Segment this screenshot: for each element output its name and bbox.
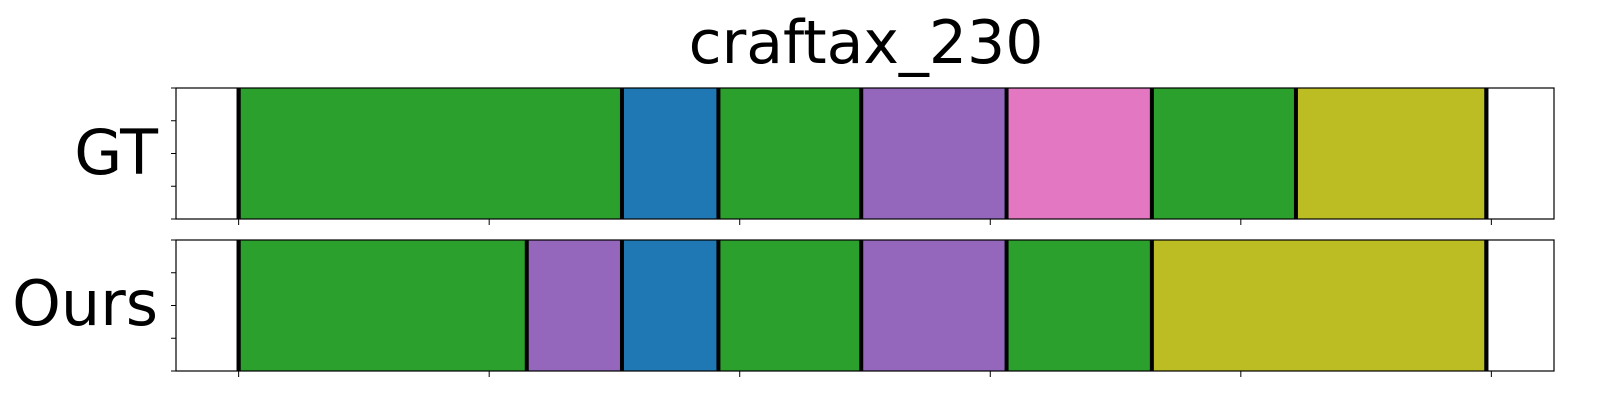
segment-4 <box>861 240 1007 371</box>
segment-5 <box>1006 240 1152 371</box>
segment-4 <box>1006 88 1152 219</box>
chart-title: craftax_230 <box>689 8 1044 78</box>
segment-1 <box>621 88 719 219</box>
segment-6 <box>1151 240 1487 371</box>
row-label-gt: GT <box>74 116 159 189</box>
segment-1 <box>526 240 622 371</box>
segment-3 <box>861 88 1007 219</box>
row-ours: Ours <box>12 239 1555 377</box>
row-label-ours: Ours <box>12 267 158 340</box>
row-gt: GT <box>74 87 1555 225</box>
segment-2 <box>718 88 862 219</box>
segment-2 <box>621 240 719 371</box>
segment-6 <box>1295 88 1487 219</box>
segment-0 <box>238 240 527 371</box>
segment-0 <box>238 88 622 219</box>
segment-3 <box>718 240 862 371</box>
segment-5 <box>1151 88 1296 219</box>
